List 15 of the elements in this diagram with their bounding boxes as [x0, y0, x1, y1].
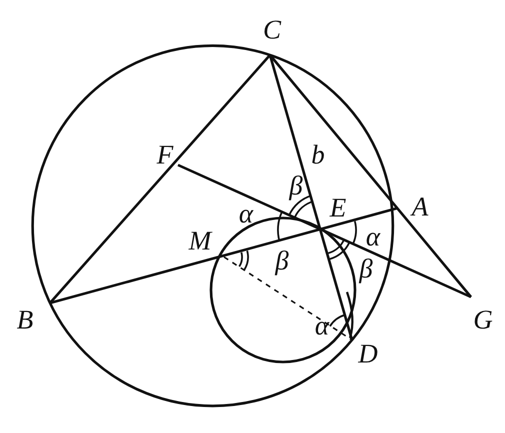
angle-label: β — [275, 248, 289, 274]
point-label: B — [16, 306, 34, 334]
angle-label: β — [289, 172, 303, 200]
point-label: C — [263, 16, 281, 44]
angle-label: β — [359, 256, 373, 282]
point-label: A — [412, 194, 428, 220]
point-label: G — [473, 306, 493, 334]
point-label: F — [156, 142, 174, 168]
angle-label: α — [238, 200, 254, 228]
side-label: b — [311, 142, 325, 168]
point-label: M — [188, 228, 212, 254]
angle-label: α — [366, 224, 380, 250]
point-label: E — [330, 194, 346, 222]
point-label: D — [358, 340, 378, 368]
angle-label: α — [314, 312, 330, 340]
